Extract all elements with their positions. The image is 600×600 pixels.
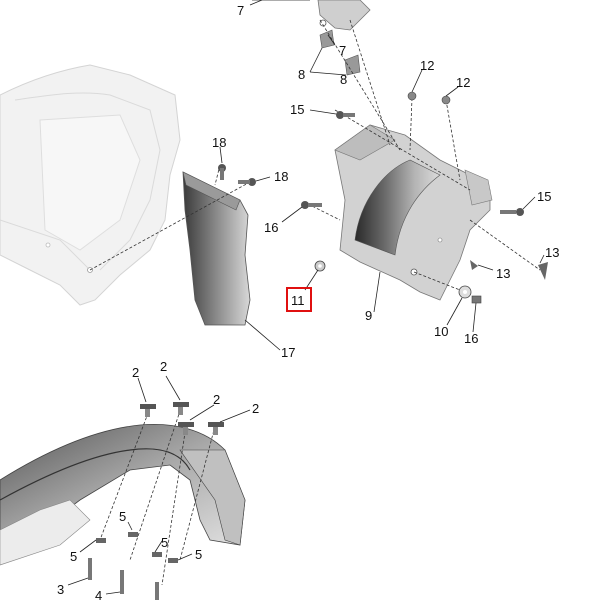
callout-16-b: 16: [464, 331, 478, 346]
callout-12-b: 12: [456, 75, 470, 90]
callout-4: 4: [95, 588, 102, 600]
clip-13-a: [470, 260, 478, 270]
clip-13-b: [538, 262, 548, 280]
washer-11: [314, 260, 326, 272]
callout-2-a: 2: [132, 365, 139, 380]
bolt-2-d: [208, 422, 224, 435]
nut-5-b: [128, 532, 138, 537]
screw-5-e: [155, 582, 159, 600]
callout-7-a: 7: [237, 3, 244, 18]
leader-lines: [67, 0, 545, 595]
callout-15-b: 15: [537, 189, 551, 204]
nut-5-c: [152, 552, 162, 557]
callout-2-c: 2: [213, 392, 220, 407]
bolt-15-b: [500, 208, 524, 216]
callout-labels: 7 7 8 8 12 12 15 15 18 18 16 16 13 13 9 …: [57, 3, 559, 600]
callout-18-b: 18: [274, 169, 288, 184]
washer-10: [458, 285, 472, 299]
callout-17: 17: [281, 345, 295, 360]
callout-5-b: 5: [161, 535, 168, 550]
frame-ghost: [0, 64, 181, 306]
callout-11: 11: [291, 293, 305, 308]
assembly-lines: [89, 19, 541, 586]
fasteners: [88, 91, 548, 600]
callout-2-d: 2: [252, 401, 259, 416]
screw-4: [120, 570, 124, 594]
callout-18-a: 18: [212, 135, 226, 150]
callout-13-b: 13: [496, 266, 510, 281]
bolt-16-a: [301, 201, 322, 209]
callout-15-a: 15: [290, 102, 304, 117]
nut-16-b: [471, 295, 482, 304]
callout-3: 3: [57, 582, 64, 597]
front-fender-part: [0, 424, 246, 566]
callout-7-b: 7: [339, 43, 346, 58]
callout-13-a: 13: [545, 245, 559, 260]
screw-3: [88, 558, 92, 580]
bolt-2-b: [173, 402, 189, 415]
callout-5-d: 5: [70, 549, 77, 564]
callout-10: 10: [434, 324, 448, 339]
top-bracket-part: [317, 0, 371, 76]
callout-8-b: 8: [340, 72, 347, 87]
nut-5-d: [168, 558, 178, 563]
grommet-12-a: [407, 91, 417, 101]
callout-5-c: 5: [195, 547, 202, 562]
callout-16-a: 16: [264, 220, 278, 235]
callout-11-highlight: 11: [286, 287, 312, 312]
bolt-2-c: [178, 422, 194, 435]
callout-5-a: 5: [119, 509, 126, 524]
callout-8-a: 8: [298, 67, 305, 82]
bolt-18-a: [218, 164, 226, 180]
inner-fender-part: [334, 124, 493, 301]
grommet-12-b: [441, 95, 451, 105]
bolt-15-a: [336, 111, 355, 119]
callout-2-b: 2: [160, 359, 167, 374]
mud-flap-part: [182, 171, 251, 326]
callout-9: 9: [365, 308, 372, 323]
nut-5-a: [96, 538, 106, 543]
callout-12-a: 12: [420, 58, 434, 73]
bolt-2-a: [140, 404, 156, 417]
bolt-18-b: [238, 178, 256, 186]
